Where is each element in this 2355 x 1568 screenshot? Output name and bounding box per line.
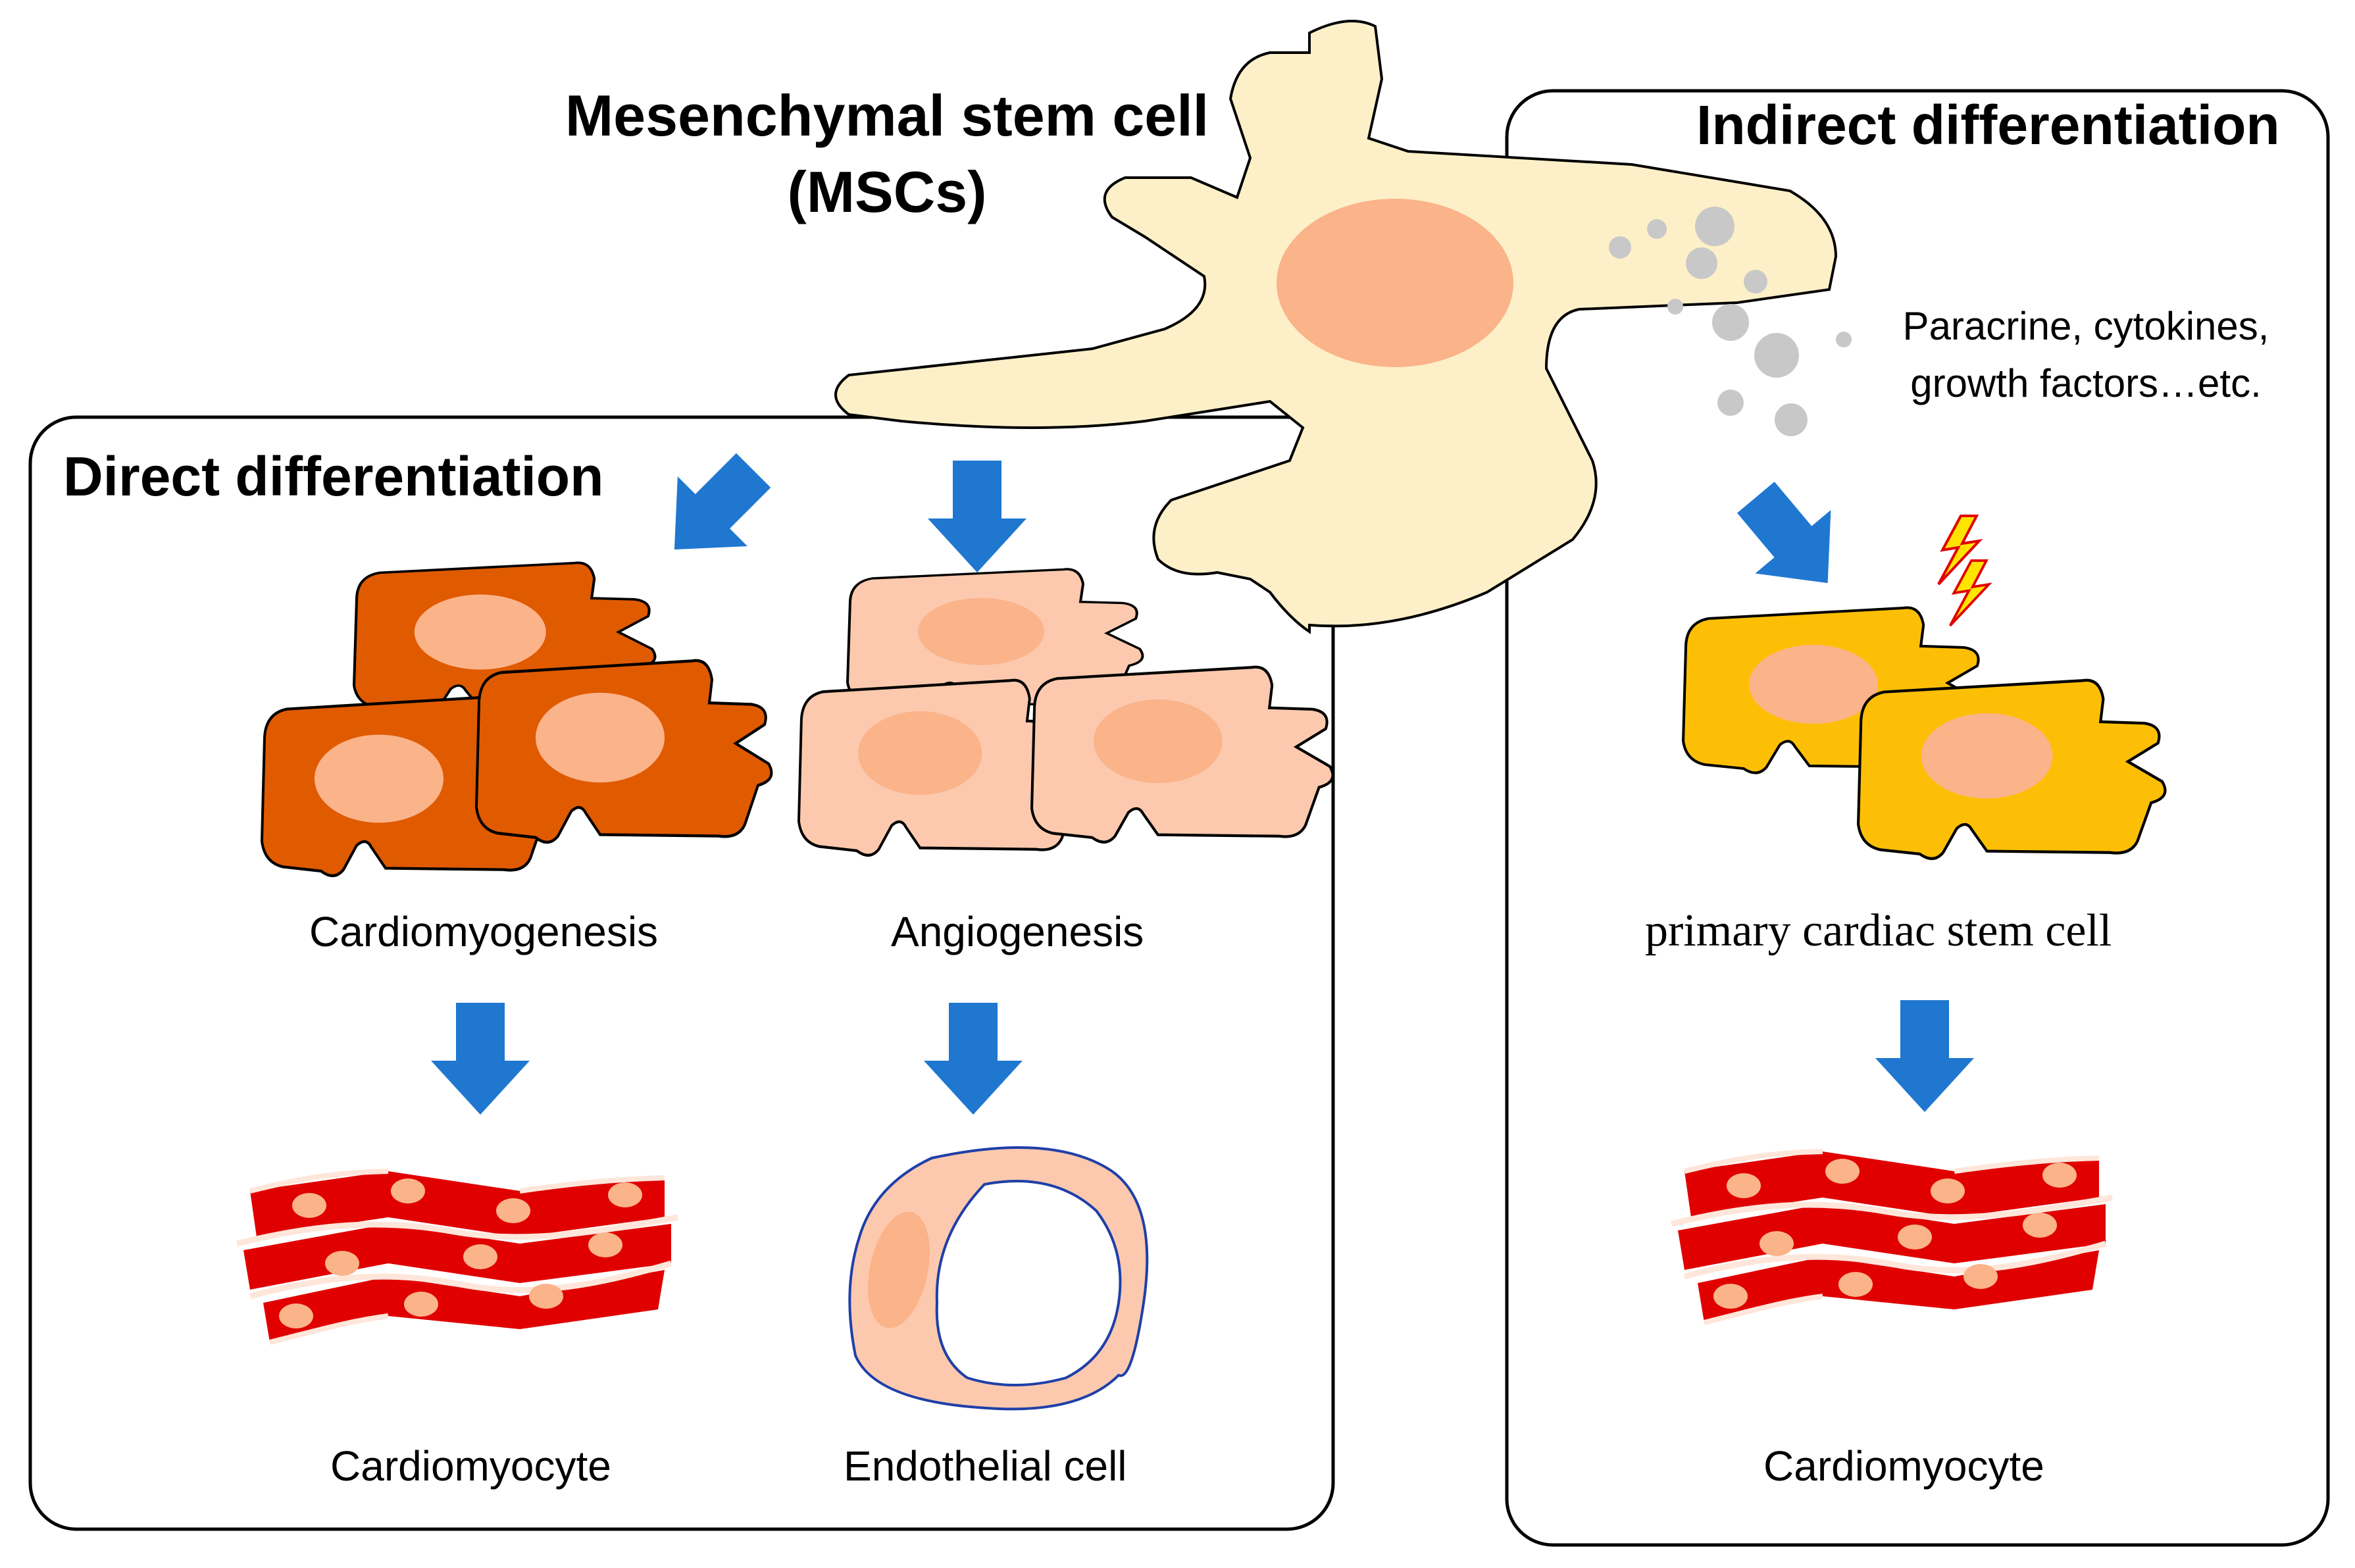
indirect-differentiation-heading: Indirect differentiation <box>1696 94 2280 156</box>
endothelial-cell-ring <box>848 1146 1149 1411</box>
angiogenic-cell-cluster <box>799 568 1333 855</box>
secreted-factors <box>1609 207 1852 436</box>
activation-spark-icon <box>1937 515 1990 627</box>
page-title: Mesenchymal stem cell (MSCs) <box>517 78 1257 230</box>
secreted-factors-line-2: growth factors…etc. <box>1910 361 2262 405</box>
cardiomyocyte-fibers-direct <box>237 1171 678 1342</box>
secreted-factors-label: Paracrine, cytokines, growth factors…etc… <box>1856 297 2316 412</box>
cardiomyocyte-label-indirect: Cardiomyocyte <box>1763 1442 2044 1490</box>
cardiac-stem-cell-cluster <box>1683 608 2165 859</box>
title-line-2: (MSCs) <box>787 159 987 225</box>
cardiomyogenesis-label: Cardiomyogenesis <box>309 908 659 955</box>
angiogenesis-label: Angiogenesis <box>891 908 1144 955</box>
msc-nucleus <box>1277 199 1513 367</box>
mesenchymal-stem-cell <box>834 20 1838 634</box>
cardiomyocyte-label-direct: Cardiomyocyte <box>330 1442 611 1490</box>
secreted-factors-line-1: Paracrine, cytokines, <box>1902 304 2269 348</box>
indirect-differentiation-panel <box>1505 89 2330 1547</box>
direct-differentiation-panel <box>28 415 1335 1531</box>
title-line-1: Mesenchymal stem cell <box>565 83 1209 148</box>
cardiomyocyte-fibers-indirect <box>1671 1151 2112 1323</box>
endothelial-cell-label: Endothelial cell <box>844 1442 1127 1490</box>
primary-cardiac-stem-cell-label: primary cardiac stem cell <box>1645 905 2112 956</box>
cardiomyogenic-cell-cluster <box>262 563 771 876</box>
direct-differentiation-heading: Direct differentiation <box>63 445 604 507</box>
